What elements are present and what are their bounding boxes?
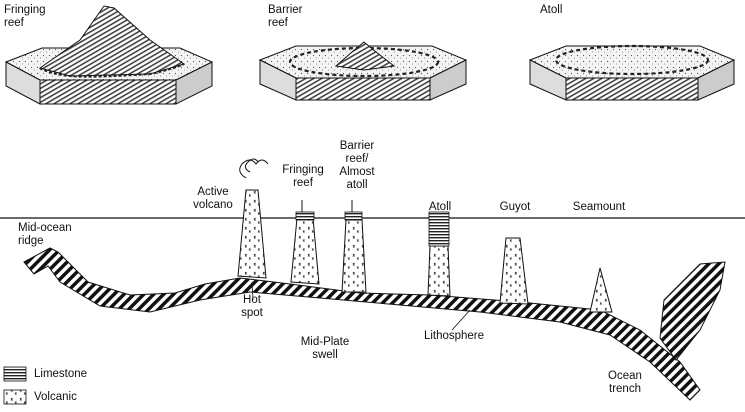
- panel-title-barrier: Barrier reef: [268, 4, 303, 29]
- label-fringing-reef: Fringing reef: [282, 164, 324, 189]
- label-mid-ocean-ridge: Mid-ocean ridge: [18, 222, 72, 247]
- volcanic-swatch: [3, 389, 27, 405]
- label-seamount: Seamount: [572, 201, 626, 213]
- barrier-reef-column: [341, 200, 367, 293]
- atoll-block: [528, 44, 736, 101]
- guyot-column: [499, 237, 529, 305]
- lithosphere-band: [23, 247, 701, 401]
- panel-title-atoll: Atoll: [540, 4, 563, 16]
- fringing-reef-column: [290, 200, 320, 285]
- legend-limestone-label: Limestone: [34, 368, 88, 380]
- seamount-column: [589, 267, 613, 313]
- label-atoll: Atoll: [428, 201, 452, 213]
- barrier-reef-block: [258, 41, 468, 101]
- active-volcano-column: [237, 158, 269, 279]
- label-lithosphere: Lithosphere: [423, 330, 485, 342]
- panel-title-fringing: Fringing reef: [4, 4, 46, 29]
- atoll-column: [427, 211, 451, 297]
- label-hot-spot: Hot spot: [241, 294, 263, 319]
- legend-volcanic-label: Volcanic: [34, 391, 77, 403]
- limestone-swatch: [3, 366, 27, 382]
- label-barrier-reef: Barrier reef/ Almost atoll: [339, 140, 375, 191]
- label-guyot: Guyot: [499, 201, 531, 213]
- label-active-volcano: Active volcano: [193, 186, 233, 211]
- label-ocean-trench: Ocean trench: [608, 370, 642, 395]
- label-mid-plate-swell: Mid-Plate swell: [300, 336, 350, 361]
- fringing-reef-block: [4, 5, 214, 105]
- subducting-plate: [659, 261, 726, 361]
